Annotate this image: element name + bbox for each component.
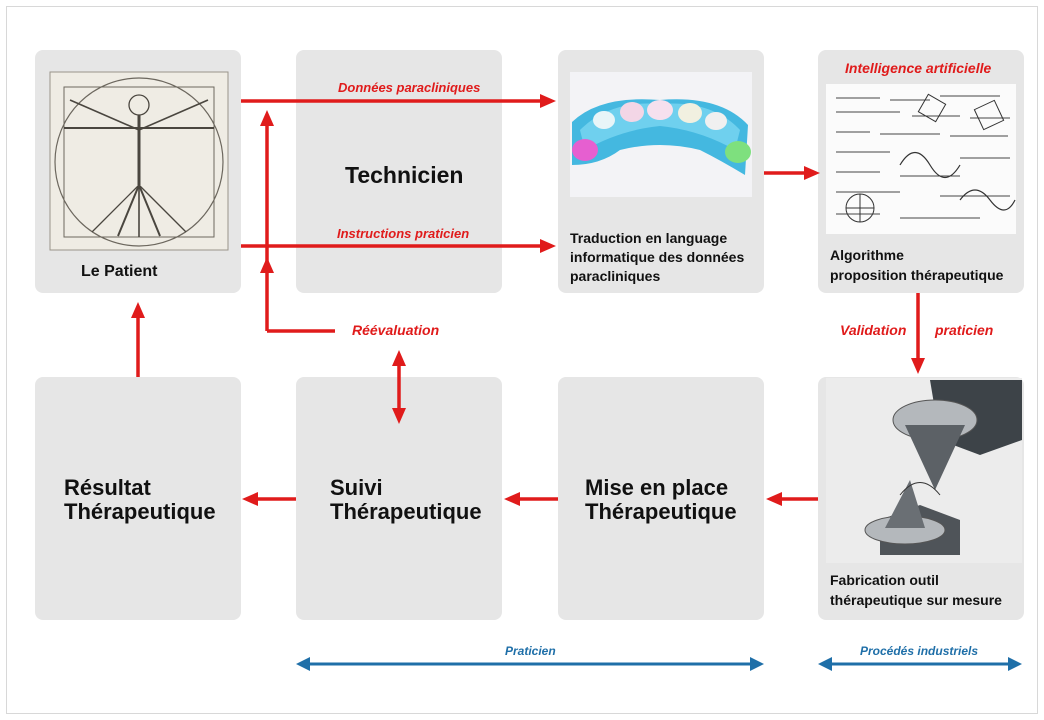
arrowhead-reeval-up <box>392 350 406 366</box>
arrowhead-reeval-down <box>392 408 406 424</box>
label-resultat-1: Résultat <box>64 475 151 500</box>
equations-image <box>826 84 1016 234</box>
box-resultat <box>35 377 241 620</box>
arrowhead-to-resultat <box>242 492 258 506</box>
box-technicien <box>296 50 502 293</box>
robot-tool-image <box>826 378 1022 563</box>
edge-label-donnees: Données paracliniques <box>338 80 481 95</box>
label-mise-1: Mise en place <box>585 475 729 500</box>
label-fabrication-2: thérapeutique sur mesure <box>830 592 1002 608</box>
label-traduction: Traduction en language informatique des … <box>570 230 745 284</box>
label-mise-2: Thérapeutique <box>585 499 737 524</box>
arrowhead-up-mid <box>260 257 274 273</box>
label-algorithme-1: Algorithme <box>830 247 904 263</box>
label-technicien: Technicien <box>345 162 464 188</box>
label-patient: Le Patient <box>81 263 158 280</box>
arrows-blue <box>296 657 1022 671</box>
edge-label-reevaluation: Réévaluation <box>352 322 440 338</box>
edge-label-ia: Intelligence artificielle <box>845 60 992 76</box>
label-suivi-1: Suivi <box>330 475 383 500</box>
arrowhead-validation <box>911 358 925 374</box>
label-fabrication-1: Fabrication outil <box>830 572 939 588</box>
arrowhead-instructions <box>540 239 556 253</box>
arrowhead-up-main <box>260 110 274 126</box>
arrows-red <box>131 94 925 506</box>
range-label-praticien: Praticien <box>505 644 556 658</box>
dental-scan-image <box>570 72 752 197</box>
label-suivi-2: Thérapeutique <box>330 499 482 524</box>
arrowhead-to-patient <box>131 302 145 318</box>
range-label-procedes: Procédés industriels <box>860 644 979 658</box>
label-resultat-2: Thérapeutique <box>64 499 216 524</box>
vitruvian-man-image <box>49 71 229 251</box>
arrowhead-to-suivi <box>504 492 520 506</box>
label-algorithme-2: proposition thérapeutique <box>830 267 1004 283</box>
arrowhead-to-ia <box>804 166 820 180</box>
edge-label-validation: Validation <box>840 322 907 338</box>
diagram-frame <box>6 6 1038 714</box>
arrowhead-to-mise <box>766 492 782 506</box>
box-mise <box>558 377 764 620</box>
edge-label-instructions: Instructions praticien <box>337 226 470 241</box>
edge-label-praticien: praticien <box>935 322 994 338</box>
arrowhead-donnees <box>540 94 556 108</box>
